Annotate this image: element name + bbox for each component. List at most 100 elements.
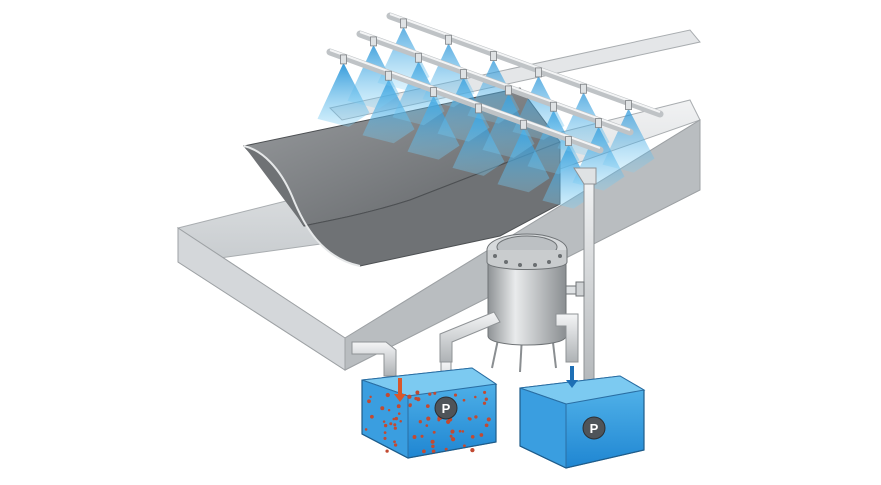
flow-arrow-icon (566, 366, 578, 388)
spray-nozzle-icon (370, 36, 377, 47)
contaminant-particle (369, 395, 372, 399)
spray-cone (452, 111, 505, 176)
contaminant-particle (450, 429, 455, 434)
contaminant-particle (432, 430, 436, 434)
contaminant-particle (467, 417, 471, 420)
contaminant-particle (382, 420, 386, 423)
contaminant-particle (431, 449, 436, 454)
spray-nozzle-icon (490, 51, 497, 61)
spray-nozzle-icon (415, 52, 422, 63)
contaminant-particle (483, 390, 487, 394)
contaminant-particle (393, 423, 397, 427)
spray-nozzle-icon (430, 87, 437, 97)
contaminant-particle (420, 434, 424, 438)
contaminant-particle (431, 444, 435, 449)
spray-cone (497, 128, 550, 193)
contaminant-particle (383, 423, 388, 428)
contaminant-particle (444, 447, 448, 451)
spray-header-highlight (359, 31, 631, 131)
spray-cone (527, 110, 580, 175)
contaminant-particle (408, 404, 412, 408)
contaminant-particle (430, 439, 435, 444)
contaminant-particle (458, 429, 462, 433)
contaminant-particle (453, 393, 458, 397)
contaminant-particle (426, 416, 431, 421)
spray-header-pipe (386, 12, 664, 118)
spray-nozzle-icon (625, 100, 632, 110)
spray-header-pipe (356, 30, 634, 136)
spray-nozzle-icon (505, 85, 512, 96)
contaminant-particle (422, 449, 426, 454)
spray-nozzle-icon (535, 67, 542, 78)
spray-header-pipes (326, 12, 664, 154)
spray-cone (437, 77, 490, 142)
contaminant-particle (415, 390, 420, 395)
contaminant-particle (370, 414, 374, 419)
contaminant-particle (367, 399, 371, 404)
contaminant-particle (474, 415, 478, 419)
spray-nozzle-icon (595, 118, 602, 128)
clean-water-tank (519, 375, 646, 469)
pump-icon: P (434, 396, 458, 420)
spray-nozzle-icon (580, 83, 587, 94)
dirty-water-tank (361, 367, 498, 459)
spray-cone (482, 93, 535, 158)
spray-cone (347, 44, 400, 109)
contaminant-particle (387, 408, 391, 412)
contaminant-particle (385, 449, 389, 453)
spray-nozzle-icon (550, 101, 557, 112)
contaminant-particle (470, 447, 475, 453)
contaminant-particle (428, 392, 432, 396)
contaminant-particle (425, 404, 430, 408)
spray-cone (542, 144, 595, 209)
spray-cone (317, 62, 370, 127)
filter-lid-bolts (493, 254, 562, 267)
spray-nozzle-icon (445, 34, 452, 45)
contaminant-particle (389, 422, 393, 426)
spray-nozzle-icon (460, 69, 467, 79)
contaminant-particle (383, 436, 387, 440)
spray-nozzle-icon (520, 119, 527, 130)
spray-cone (362, 79, 415, 144)
contaminant-particle (416, 397, 421, 402)
contaminant-particle (425, 424, 429, 427)
contaminant-particle (412, 435, 417, 439)
contaminant-particle (482, 401, 487, 405)
spray-header-highlight (329, 49, 601, 149)
spray-cone (392, 61, 445, 126)
contaminant-particle (364, 428, 368, 431)
spray-header-pipe (326, 48, 604, 154)
contaminant-particle (393, 426, 397, 430)
contaminant-particle (383, 431, 387, 434)
pump-icon: P (582, 416, 606, 440)
contaminant-particle (399, 420, 402, 423)
flow-arrow-icon (394, 378, 406, 402)
contaminant-particle (393, 440, 396, 444)
contaminant-particle (418, 420, 422, 424)
contaminant-particle (396, 404, 401, 409)
contaminant-particle (407, 394, 412, 399)
spray-cone (407, 95, 460, 160)
contaminant-particle (462, 398, 466, 402)
spray-nozzle-icon (565, 136, 572, 146)
filter-vessel (486, 233, 585, 373)
contaminant-particle (433, 391, 437, 395)
contaminant-particle (486, 417, 491, 422)
pump-label: P (590, 421, 599, 436)
contaminant-particle (393, 443, 398, 447)
pump-label: P (442, 401, 451, 416)
contaminant-particle (461, 430, 465, 433)
contaminant-particle (470, 434, 475, 439)
spray-nozzle-icon (475, 103, 482, 114)
spray-nozzle-icon (340, 54, 347, 65)
contaminant-particle (462, 444, 466, 448)
spray-nozzle-icon (400, 18, 407, 29)
contaminant-particle (484, 397, 488, 401)
contaminant-particle (450, 437, 456, 442)
contaminant-particle (474, 395, 477, 399)
contaminant-particle (397, 412, 401, 415)
contaminant-particle (484, 423, 489, 428)
contaminant-particle (385, 392, 390, 398)
spray-cone (602, 108, 655, 173)
